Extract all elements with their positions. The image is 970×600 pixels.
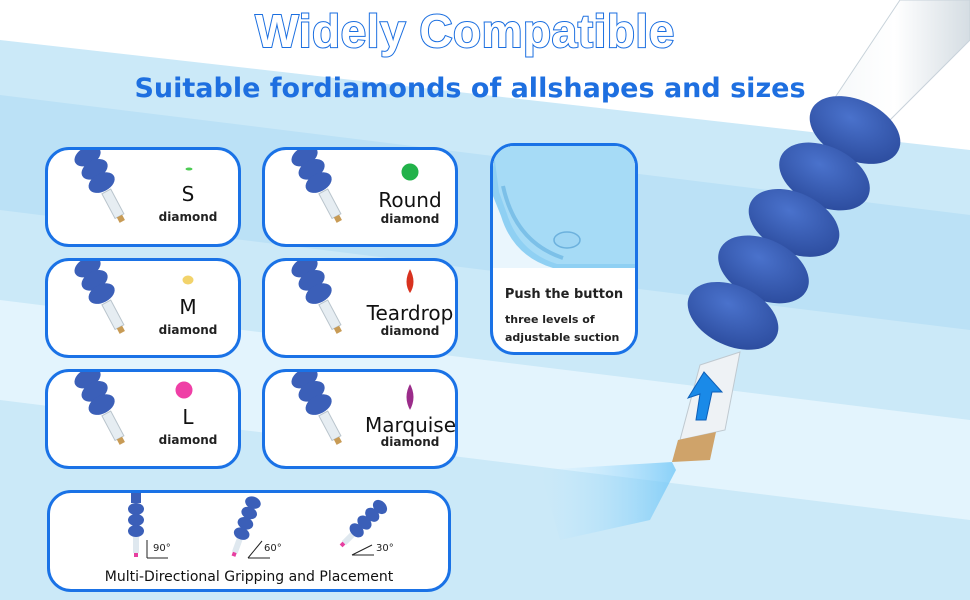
size-label: Teardrop: [366, 301, 454, 325]
subheadline: Suitable fordiamonds of allshapes and si…: [134, 73, 806, 104]
pen-tip-illustration: [74, 261, 125, 334]
suction-levels-text: three levels of adjustable suction: [505, 313, 620, 344]
card-m-diamond: M diamond: [45, 258, 241, 358]
card-l-diamond: L diamond: [45, 369, 241, 469]
pen-tip-illustration: [291, 261, 342, 334]
card-round-diamond: Round diamond: [262, 147, 458, 247]
gem-icon: [405, 267, 415, 295]
angle-tools-illustration: [128, 493, 388, 559]
angle-label-60: 60°: [264, 543, 282, 554]
card-marquise-diamond: Marquise diamond: [262, 369, 458, 469]
diamond-label: diamond: [158, 210, 218, 224]
gem-icon: [174, 380, 194, 400]
pen-tip-illustration: [74, 150, 125, 223]
pen-tip-illustration: [291, 372, 342, 445]
gem-icon: [184, 166, 194, 172]
angle-label-90: 90°: [153, 543, 171, 554]
gem-icon: [405, 382, 415, 412]
card-teardrop-diamond: Teardrop diamond: [262, 258, 458, 358]
angles-card: 90° 60° 30° Multi-Directional Gripping a…: [47, 490, 451, 592]
gem-icon: [400, 162, 420, 182]
size-label: M: [179, 295, 197, 319]
large-pen-tool: [540, 0, 970, 540]
size-label: L: [182, 405, 194, 429]
size-label: S: [181, 182, 195, 206]
diamond-label: diamond: [158, 433, 218, 447]
push-button-title: Push the button: [504, 287, 624, 302]
gem-icon: [181, 274, 195, 286]
size-label: Round: [378, 188, 442, 212]
angles-caption: Multi-Directional Gripping and Placement: [104, 569, 394, 585]
push-button-card: Push the button three levels of adjustab…: [490, 143, 638, 355]
diamond-label: diamond: [380, 324, 440, 338]
headline: Widely Compatible: [254, 4, 675, 58]
pen-tip-illustration: [291, 150, 342, 223]
pen-tip-illustration: [74, 372, 125, 445]
angle-label-30: 30°: [376, 543, 394, 554]
diamond-label: diamond: [380, 435, 440, 449]
size-label: Marquise: [365, 413, 457, 437]
card-s-diamond: S diamond: [45, 147, 241, 247]
diamond-label: diamond: [158, 323, 218, 337]
diamond-label: diamond: [380, 212, 440, 226]
device-button-photo: [493, 146, 635, 268]
